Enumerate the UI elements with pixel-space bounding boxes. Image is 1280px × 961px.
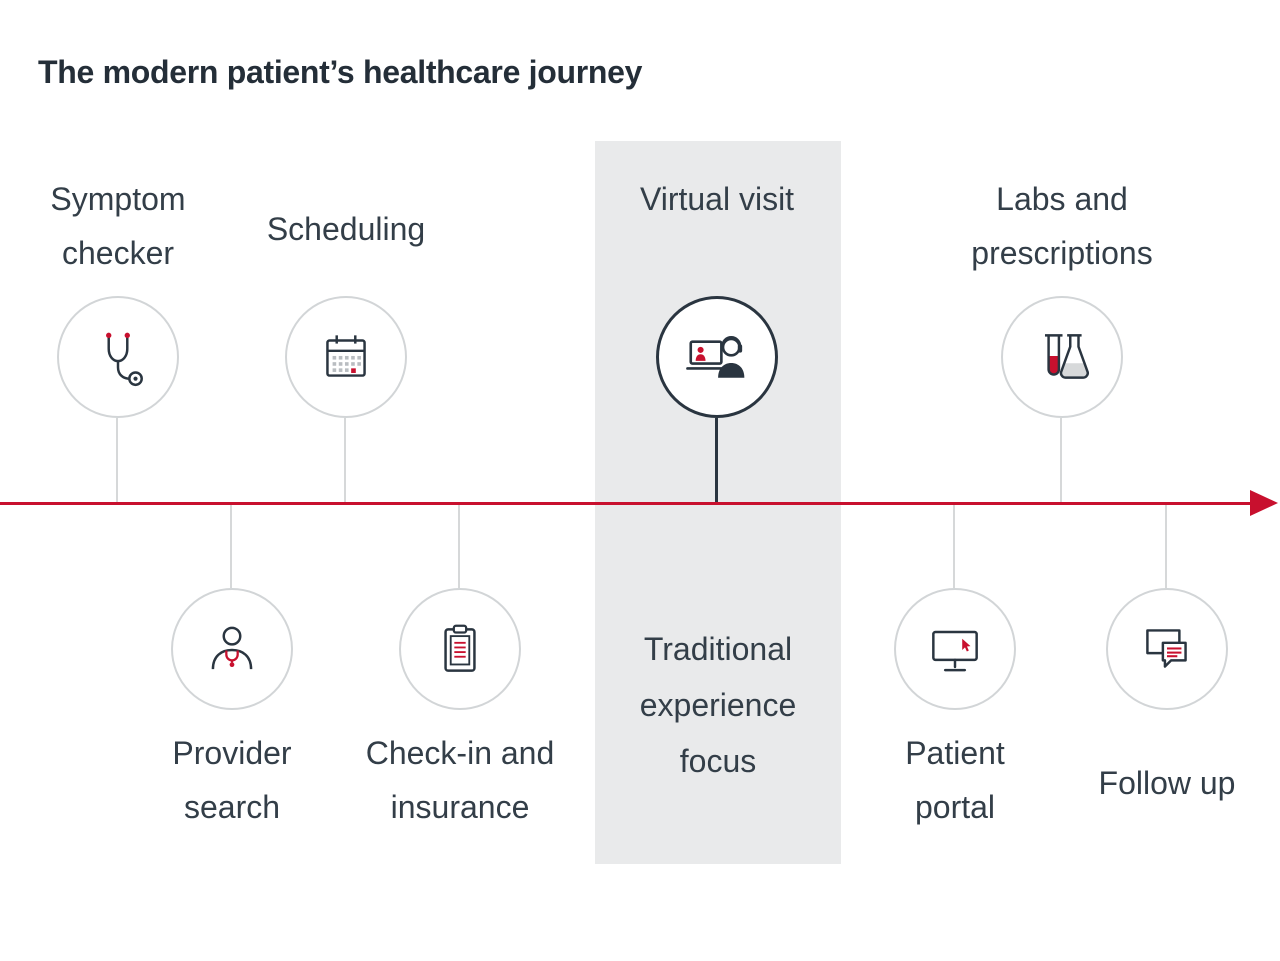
connector-virtual-visit [715,418,718,503]
label-symptom-checker: Symptom checker [50,181,186,271]
connector-provider-search [230,505,232,588]
node-patient-portal [894,588,1016,710]
monitor-icon [922,616,988,682]
label-provider-search: Provider search [172,735,292,825]
timeline-axis [0,502,1254,505]
node-follow-up [1106,588,1228,710]
label-follow-up: Follow up [1098,765,1236,801]
page-title: The modern patient’s healthcare journey [38,54,643,90]
label-checkin-insurance: Check-in and insurance [365,735,555,825]
calendar-icon [313,324,379,390]
stethoscope-icon [85,324,151,390]
timeline-arrowhead-icon [1250,490,1278,516]
traditional-focus-label: Traditional experience focus [639,631,797,779]
node-checkin-insurance [399,588,521,710]
virtual-visit-icon [682,322,752,392]
connector-follow-up [1165,505,1167,588]
label-scheduling: Scheduling [266,211,426,247]
chat-bubbles-icon [1134,616,1200,682]
connector-patient-portal [953,505,955,588]
label-virtual-visit: Virtual visit [639,181,795,217]
connector-labs [1060,418,1062,503]
connector-symptom-checker [116,418,118,503]
node-virtual-visit [656,296,778,418]
lab-flask-icon [1029,324,1095,390]
label-labs-prescriptions: Labs and prescriptions [971,181,1153,271]
label-patient-portal: Patient portal [905,735,1005,825]
clipboard-icon [427,616,493,682]
connector-checkin [458,505,460,588]
node-scheduling [285,296,407,418]
node-symptom-checker [57,296,179,418]
provider-person-icon [199,616,265,682]
connector-scheduling [344,418,346,503]
node-labs-prescriptions [1001,296,1123,418]
node-provider-search [171,588,293,710]
